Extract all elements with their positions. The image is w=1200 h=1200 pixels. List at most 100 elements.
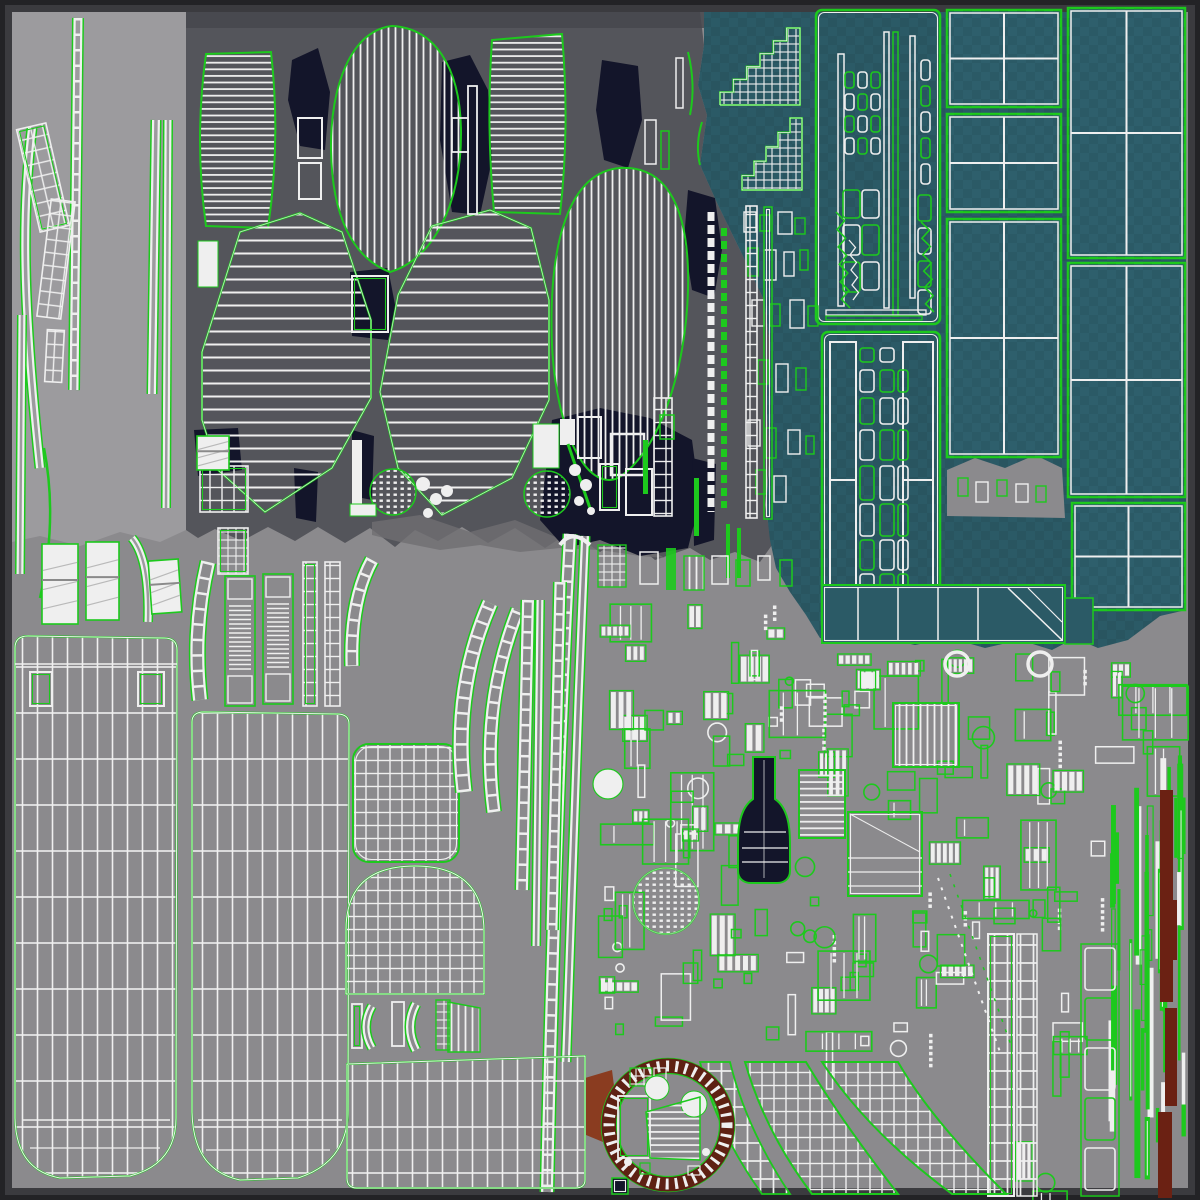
zone-charcoal-top [186,12,706,28]
wheel-wedge [645,1096,701,1161]
uv-ring [943,650,971,678]
uv-hatch-rect [798,769,846,839]
spring-zigzag [848,239,860,301]
uv-outline [625,468,653,516]
seam-sliver [696,121,703,166]
seam-bar [694,478,699,536]
uv-disc [423,508,433,518]
uv-octagon-island [378,208,550,517]
spring-zigzag [835,211,851,309]
pill-arc [361,1003,377,1051]
uv-disc [592,768,624,800]
teal-remnant-tail [1064,597,1094,645]
uv-chip [666,548,676,590]
quad-panel [945,112,1063,214]
uv-chip [787,429,801,455]
seam-sliver [687,51,694,116]
uv-strip [68,17,84,391]
uv-chip [1035,485,1047,503]
uv-dark-chip [611,1177,629,1195]
uv-pipe-elbow [349,503,377,517]
ribbon-column [262,573,294,705]
seam-bar [643,440,648,494]
uv-strip [146,119,162,395]
panel-diag [1007,587,1063,641]
hook-arc [558,534,592,547]
dense-field-main [597,753,1106,1097]
uv-ladder-column [987,933,1015,1197]
panel-diag [849,813,921,853]
uv-chip [807,305,819,327]
uv-ladder [36,198,76,320]
uv-disc [569,464,581,476]
wide-bottom-island [346,1054,586,1189]
uv-patch-white [197,240,219,288]
uv-fan-patch [147,558,183,615]
uv-chip [683,555,705,591]
seat-island [352,743,460,863]
curved-ladder [514,599,536,891]
uv-ladder-column [1016,933,1038,1197]
steering-wheel-ticks [603,1060,733,1190]
curved-ladder [188,560,217,701]
panel-cells [857,71,868,155]
curved-wedge-island [820,1061,1009,1195]
seam-line [566,443,594,515]
uv-chip [996,479,1008,497]
uv-strip [15,314,27,575]
uv-patch-white [532,423,560,469]
uv-window-grid [217,527,249,575]
dome-island [345,864,485,995]
uv-disc [430,493,442,505]
curved-ladder [482,607,526,814]
wheel-chip [687,1165,701,1176]
uv-outline [659,414,675,440]
curved-ladder [343,556,380,667]
uv-chip [757,555,771,581]
seam-bar [726,524,730,578]
uv-disc [416,477,430,491]
uv-bar [763,206,773,520]
uv-glove-patch [196,435,230,471]
uv-staircase-island [741,117,803,191]
uv-disc [580,479,592,491]
uv-chip [775,363,789,393]
uv-chip [957,477,969,497]
curved-ladder [452,599,499,794]
uv-barrel-island [488,32,567,216]
thin-ladder [302,561,318,707]
uv-chip [711,555,729,585]
rounded-stack-frame [1080,943,1120,1197]
uv-grid-patch [199,465,249,513]
zone-teal-texture [698,12,1186,650]
long-uv-strip [560,535,591,1063]
panel-bar [883,31,890,309]
uv-ring [1026,650,1054,678]
uv-chip [735,559,751,587]
uv-chip [757,359,769,385]
large-panel-island [14,634,179,1180]
uv-chip [799,249,809,271]
uv-disc [441,485,453,497]
uv-chip [777,211,793,235]
uv-outline [577,416,602,459]
uv-outline [599,463,620,511]
rounded-stack-cells [1084,947,1116,1191]
uv-teardrop-island [329,24,463,274]
uv-disc [587,507,595,515]
seam-bar [737,528,741,578]
long-uv-strip [531,599,545,947]
uv-chip [789,299,805,329]
wheel-dot [702,1148,710,1156]
uv-barrel-island [199,50,277,230]
ribbon-column [224,575,256,707]
panel-cells [842,189,861,293]
panel-cells [920,59,931,185]
uv-grid-square [892,702,960,768]
uv-strip [161,119,173,509]
navy-blob [596,60,642,168]
uv-shaded-patch [41,543,79,625]
panel-cells [844,71,855,155]
uv-sphere-island [369,468,417,516]
